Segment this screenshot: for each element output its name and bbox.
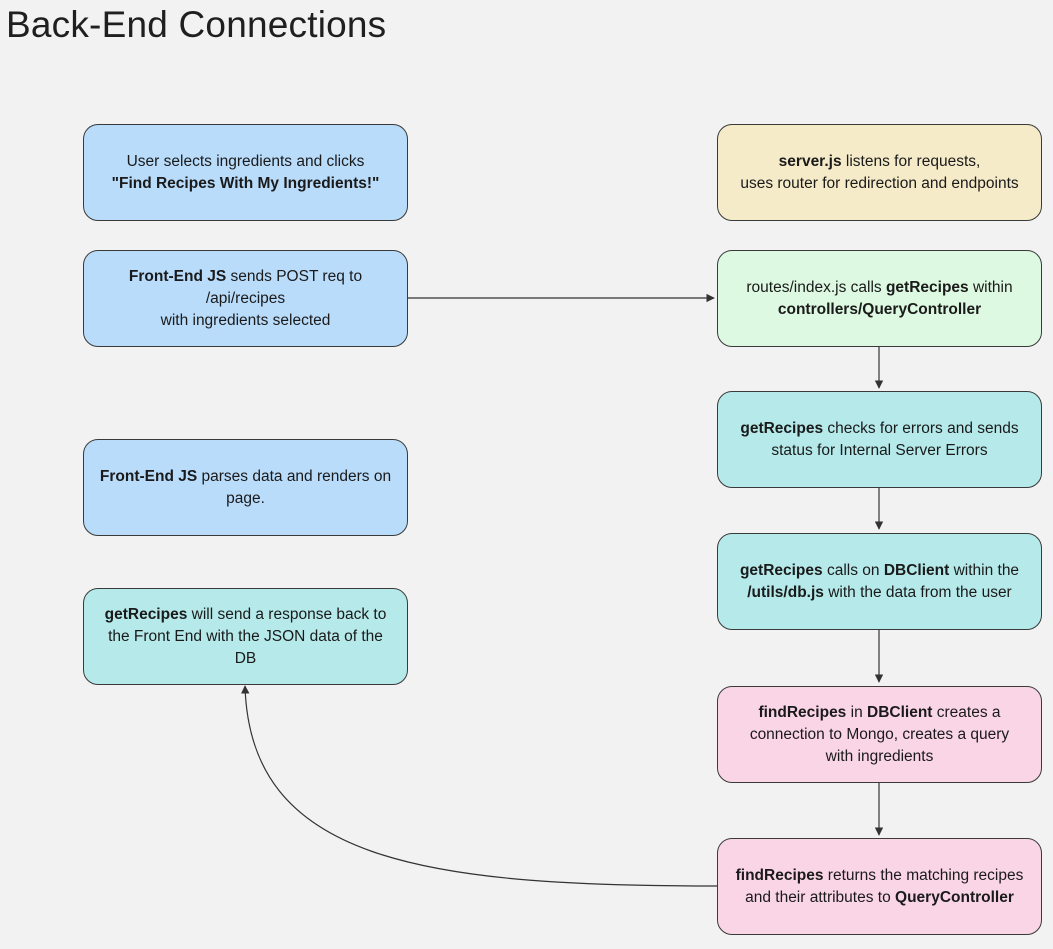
text-segment: page. [226,489,265,507]
text-segment: DB [234,649,257,667]
bold-segment: server.js [778,152,842,170]
node-text: server.js listens for requests,uses rout… [740,151,1018,195]
text-segment: calls on [822,561,884,579]
node-text: Front-End JS sends POST req to/api/recip… [129,266,362,332]
bold-segment: findRecipes [735,866,824,884]
node-text-line: DB [105,648,387,670]
node-text-line: controllers/QueryController [746,299,1012,321]
text-segment: with the data from the user [823,583,1012,601]
node-text: getRecipes calls on DBClient within the/… [740,560,1019,604]
text-segment: will send a response back to [187,605,387,623]
node-text-line: findRecipes in DBClient creates a [750,702,1009,724]
bold-segment: getRecipes [739,561,823,579]
node-text: findRecipes returns the matching recipes… [736,865,1024,909]
bold-segment: getRecipes [104,605,188,623]
node-text-line: getRecipes will send a response back to [105,604,387,626]
text-segment: User selects ingredients and clicks [126,152,365,170]
node-text-line: uses router for redirection and endpoint… [740,173,1018,195]
bold-segment: DBClient [883,561,950,579]
text-segment: uses router for redirection and endpoint… [740,174,1019,192]
node-text-line: server.js listens for requests, [740,151,1018,173]
text-segment: routes/index.js calls [746,278,886,296]
node-text-line: getRecipes checks for errors and sends [740,418,1018,440]
diagram-title: Back-End Connections [6,4,387,45]
node-text-line: the Front End with the JSON data of the [105,626,387,648]
node-text-line: Front-End JS sends POST req to [129,266,362,288]
node-text-line: and their attributes to QueryController [736,887,1024,909]
text-segment: /api/recipes [205,289,286,307]
bold-segment: "Find Recipes With My Ingredients!" [111,174,380,192]
node-text-line: connection to Mongo, creates a query [750,724,1009,746]
bold-segment: /utils/db.js [747,583,824,601]
bold-segment: getRecipes [885,278,969,296]
bold-segment: getRecipes [740,419,824,437]
node-user-selects-ingredients: User selects ingredients and clicks "Find… [83,124,408,221]
text-segment: and their attributes to [745,888,896,906]
bold-segment: findRecipes [758,703,847,721]
node-getrecipes-calls-dbclient: getRecipes calls on DBClient within the/… [717,533,1042,630]
bold-segment: Front-End JS [128,267,227,285]
node-server-js: server.js listens for requests,uses rout… [717,124,1042,221]
text-segment: creates a [932,703,1001,721]
text-segment: returns the matching recipes [823,866,1024,884]
node-text-line: User selects ingredients and clicks [112,151,380,173]
bold-segment: DBClient [867,703,933,721]
text-segment: within the [949,561,1020,579]
node-text-line: status for Internal Server Errors [740,440,1018,462]
node-text-line: findRecipes returns the matching recipes [736,865,1024,887]
text-segment: sends POST req to [226,267,363,285]
text-segment: the Front End with the JSON data of the [108,627,383,645]
text-segment: with ingredients [825,747,934,765]
bold-segment: Front-End JS [99,467,198,485]
node-text-line: Front-End JS parses data and renders on [100,466,391,488]
text-segment: within [968,278,1013,296]
text-segment: status for Internal Server Errors [771,441,988,459]
node-front-end-post: Front-End JS sends POST req to/api/recip… [83,250,408,347]
text-segment: listens for requests, [841,152,981,170]
text-segment: with ingredients selected [160,311,331,329]
node-text-line: page. [100,488,391,510]
node-text-line: /utils/db.js with the data from the user [740,582,1019,604]
node-findrecipes-returns: findRecipes returns the matching recipes… [717,838,1042,935]
bold-segment: QueryController [895,888,1014,906]
text-segment: checks for errors and sends [823,419,1019,437]
text-segment: parses data and renders on [197,467,392,485]
text-segment: connection to Mongo, creates a query [749,725,1010,743]
text-segment: in [846,703,867,721]
node-text-line: routes/index.js calls getRecipes within [746,277,1012,299]
node-text: User selects ingredients and clicks "Find… [112,151,380,195]
bold-segment: controllers/QueryController [777,300,982,318]
node-text-line: "Find Recipes With My Ingredients!" [112,173,380,195]
node-text-line: getRecipes calls on DBClient within the [740,560,1019,582]
node-text-line: with ingredients [750,746,1009,768]
node-text-line: with ingredients selected [129,310,362,332]
node-text-line: /api/recipes [129,288,362,310]
edge-returns-to-response [241,685,718,887]
